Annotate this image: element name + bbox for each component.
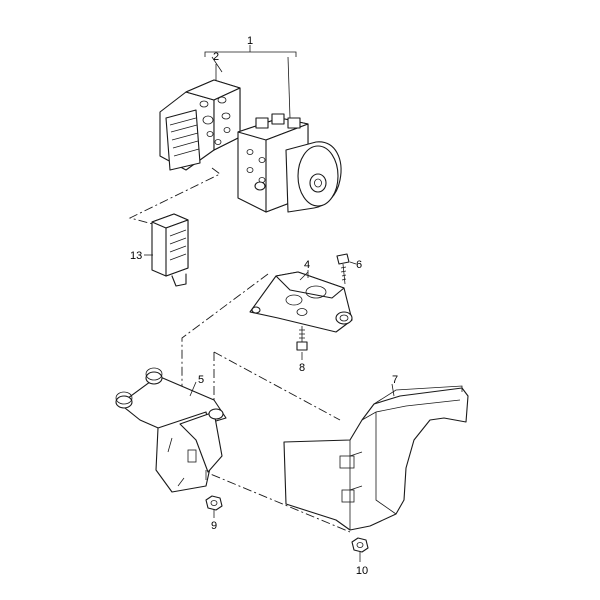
control-unit [159, 64, 241, 171]
callout-10: 10 [356, 565, 368, 577]
nut-9 [205, 495, 223, 518]
nut-10 [351, 537, 369, 562]
lower-bracket [115, 367, 227, 493]
callout-13: 13 [130, 250, 142, 262]
bolt-8 [296, 326, 308, 360]
callout-4: 4 [304, 259, 310, 271]
mounting-bracket [249, 270, 353, 333]
callout-7: 7 [392, 374, 398, 386]
callout-2: 2 [213, 51, 219, 63]
callout-1: 1 [247, 35, 253, 47]
callout-9: 9 [211, 520, 217, 532]
callout-6: 6 [356, 259, 362, 271]
heat-shield [283, 383, 469, 531]
callout-5: 5 [198, 374, 204, 386]
bolt-6 [336, 253, 357, 285]
callout-1-bracket [204, 45, 297, 119]
wiring-connector [144, 213, 189, 287]
callout-8: 8 [299, 362, 305, 374]
hydraulic-unit [128, 113, 342, 229]
